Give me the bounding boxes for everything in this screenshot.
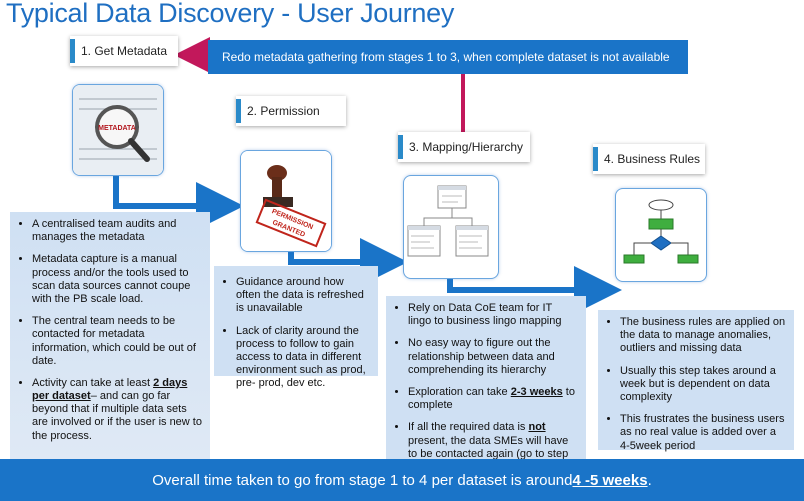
- list-item: Metadata capture is a manual process and…: [32, 253, 202, 306]
- list-item: The central team needs to be contacted f…: [32, 315, 202, 368]
- stage-4-details: The business rules are applied on the da…: [598, 310, 794, 453]
- summary-banner: Overall time taken to go from stage 1 to…: [0, 459, 804, 501]
- list-item: Activity can take at least 2 days per da…: [32, 377, 202, 443]
- metadata-icon-box: METADATA: [72, 84, 164, 176]
- list-item: If all the required data is not present,…: [408, 421, 578, 474]
- business-rules-icon-box: [615, 188, 707, 282]
- stage-2-label: 2. Permission: [236, 96, 346, 126]
- list-item: Exploration can take 2-3 weeks to comple…: [408, 386, 578, 412]
- list-item: Usually this step takes around a week bu…: [620, 365, 786, 405]
- list-item: The business rules are applied on the da…: [620, 316, 786, 356]
- arrow-stage1-to-stage2: [113, 168, 244, 230]
- list-item: Guidance around how often the data is re…: [236, 276, 370, 316]
- stage-1-label: 1. Get Metadata: [70, 36, 178, 66]
- magnifier-metadata-icon: METADATA: [73, 85, 163, 175]
- stage-4-label: 4. Business Rules: [593, 144, 705, 174]
- hierarchy-icon-box: [403, 175, 499, 279]
- stage-3-details: Rely on Data CoE team for IT lingo to bu…: [386, 296, 586, 473]
- redo-banner: Redo metadata gathering from stages 1 to…: [208, 40, 688, 74]
- page-title: Typical Data Discovery - User Journey: [6, 0, 455, 28]
- flowchart-icon: [623, 199, 699, 264]
- permission-icon-box: PERMISSION GRANTED: [240, 150, 332, 252]
- hierarchy-diagram-icon: [407, 185, 489, 257]
- svg-text:METADATA: METADATA: [98, 125, 136, 132]
- stage-3-label: 3. Mapping/Hierarchy: [398, 132, 530, 162]
- stamp-permission-granted-icon: PERMISSION GRANTED: [241, 151, 331, 251]
- list-item: A centralised team audits and manages th…: [32, 218, 202, 244]
- list-item: No easy way to figure out the relationsh…: [408, 337, 578, 377]
- arrow-stage3-to-stage4: [447, 266, 622, 314]
- stage-1-details: A centralised team audits and manages th…: [10, 212, 210, 459]
- list-item: Lack of clarity around the process to fo…: [236, 325, 370, 391]
- stage-2-details: Guidance around how often the data is re…: [214, 266, 378, 389]
- list-item: Rely on Data CoE team for IT lingo to bu…: [408, 302, 578, 328]
- arrow-stage2-to-stage3: [288, 238, 408, 286]
- list-item: This frustrates the business users as no…: [620, 413, 786, 453]
